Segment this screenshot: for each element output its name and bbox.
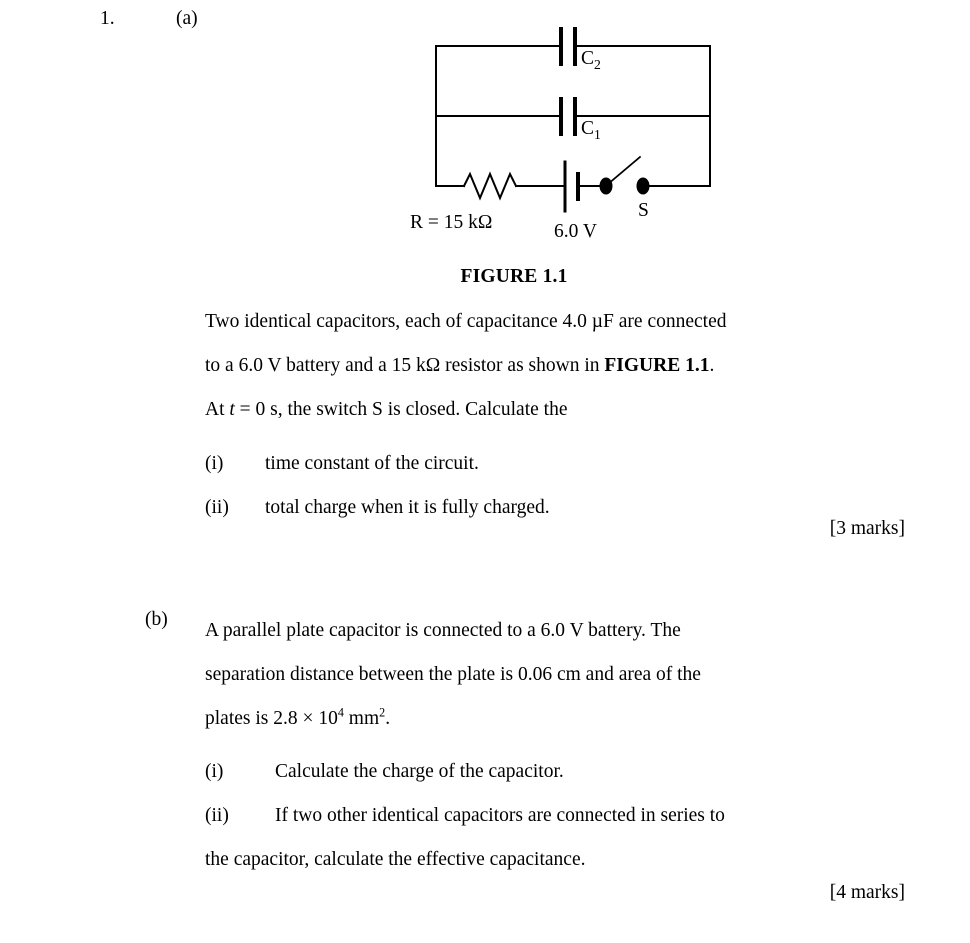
resistor-label: R = 15 kΩ	[410, 212, 493, 233]
part-a-item-2-text: total charge when it is fully charged.	[265, 497, 550, 518]
part-b-line-2: separation distance between the plate is…	[205, 664, 701, 685]
part-a-line-3-post: = 0 s, the switch S is closed. Calculate…	[234, 399, 568, 420]
figure-reference: FIGURE 1.1	[604, 355, 710, 376]
part-a-paragraph: Two identical capacitors, each of capaci…	[205, 300, 726, 432]
circuit-diagram-svg	[435, 27, 711, 213]
capacitor-c2-symbol	[559, 27, 577, 66]
figure-caption-text: FIGURE 1.1	[460, 266, 568, 287]
part-a-line-2-post: .	[709, 355, 715, 376]
switch-lever	[606, 155, 642, 186]
list-item: (ii) total charge when it is fully charge…	[205, 486, 550, 530]
part-b-paragraph: A parallel plate capacitor is connected …	[205, 609, 701, 741]
part-b-label: (b)	[145, 609, 168, 630]
part-b-marks: [4 marks]	[829, 882, 905, 903]
figure-caption: FIGURE 1.1	[0, 266, 970, 288]
part-b-item-2-text: If two other identical capacitors are co…	[275, 805, 725, 826]
part-a-subitems: (i) time constant of the circuit. (ii) tot…	[205, 442, 550, 530]
part-a-item-1-text: time constant of the circuit.	[265, 453, 479, 474]
part-b-item-1-roman: (i)	[205, 761, 224, 782]
list-item: (i) Calculate the charge of the capacitor…	[205, 750, 725, 794]
part-a-label: (a)	[176, 8, 198, 29]
variable-t: t	[229, 399, 235, 420]
part-a-line-2-pre: to a 6.0 V battery and a 15 kΩ resistor …	[205, 355, 605, 376]
capacitor-c1-symbol	[559, 97, 577, 136]
exponent-four: 4	[337, 705, 344, 720]
part-b-line-3-pre: plates is 2.8 × 10	[205, 708, 338, 729]
switch-contact-right	[636, 177, 650, 195]
part-a-line-3: At t = 0 s, the switch S is closed. Calc…	[205, 388, 726, 432]
part-b-item-1-text: Calculate the charge of the capacitor.	[275, 761, 564, 782]
part-b-item-2-continuation: the capacitor, calculate the effective c…	[205, 849, 586, 870]
part-a-marks: [3 marks]	[829, 518, 905, 539]
part-b-line-1: A parallel plate capacitor is connected …	[205, 620, 681, 641]
capacitor-c1-label: C1	[581, 118, 601, 142]
battery-label: 6.0 V	[554, 221, 597, 242]
part-b-line-3-mid: mm	[343, 708, 380, 729]
resistor-symbol	[462, 171, 518, 201]
part-b-item-2-roman: (ii)	[205, 805, 229, 826]
part-b-line-3-post: .	[385, 708, 391, 729]
part-a-item-1-roman: (i)	[205, 453, 224, 474]
list-item: (i) time constant of the circuit.	[205, 442, 550, 486]
part-a-line-2: to a 6.0 V battery and a 15 kΩ resistor …	[205, 344, 726, 388]
switch-contact-left	[599, 177, 613, 195]
exponent-two: 2	[379, 705, 386, 720]
part-a-line-1: Two identical capacitors, each of capaci…	[205, 311, 727, 332]
capacitor-c2-label: C2	[581, 48, 601, 72]
circuit-figure: C2 C1 R = 15 kΩ 6.0 V S	[398, 22, 728, 252]
part-a-line-3-pre: At	[205, 399, 230, 420]
list-item: (ii) If two other identical capacitors ar…	[205, 794, 725, 838]
question-number: 1.	[100, 8, 115, 29]
part-b-subitems: (i) Calculate the charge of the capacitor…	[205, 750, 725, 882]
part-a-item-2-roman: (ii)	[205, 497, 229, 518]
switch-label: S	[638, 200, 649, 221]
part-b-line-3: plates is 2.8 × 104 mm2.	[205, 697, 701, 741]
